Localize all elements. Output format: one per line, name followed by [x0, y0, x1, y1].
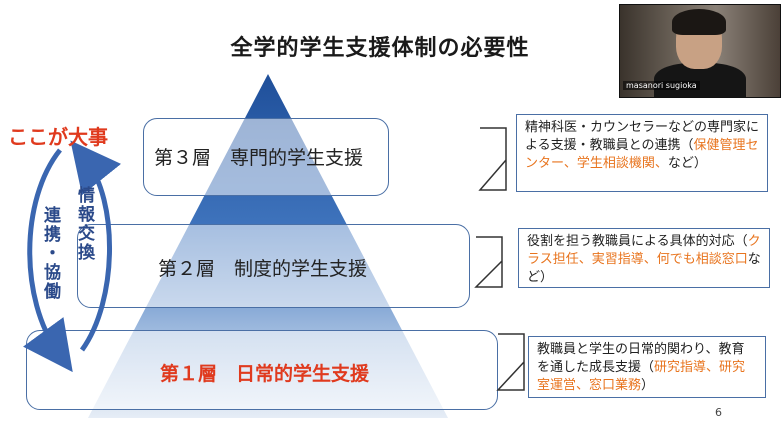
bracket-2	[474, 236, 503, 288]
bracket-3	[478, 127, 507, 191]
emphasis-label: ここが大事	[8, 125, 108, 149]
layer-2-box	[77, 224, 470, 308]
description-text: など）	[527, 252, 761, 285]
description-layer-1: 教職員と学生の日常的関わり、教育を通した成長支援（研究指導、研究室運営、窓口業務…	[528, 336, 766, 398]
description-layer-3: 精神科医・カウンセラーなどの専門家による支援・教職員との連携（保健管理センター、…	[516, 114, 768, 192]
layer-3-box	[143, 118, 389, 196]
cycle-arrow-right	[70, 140, 122, 352]
description-text: ）	[641, 378, 655, 393]
description-highlight: 保健管理センター、学生相談機関、	[525, 138, 759, 171]
cycle-label-left: 連携・協働	[40, 206, 60, 301]
layer-1-label: 第１層 日常的学生支援	[160, 363, 370, 385]
description-layer-2: 役割を担う教職員による具体的対応（クラス担任、実習指導、何でも相談窓口など）	[518, 228, 770, 288]
participant-video-thumbnail[interactable]: masanori sugioka	[619, 4, 781, 98]
cycle-label-right: 情報交換	[74, 186, 94, 262]
description-text: など）	[667, 156, 707, 171]
participant-hair	[672, 9, 726, 35]
description-text: 教職員と学生の日常的関わり、教育を通した成長支援（	[537, 342, 745, 375]
slide-title: 全学的学生支援体制の必要性	[230, 36, 530, 61]
page-number: 6	[715, 406, 722, 419]
cycle-arrow-left	[23, 148, 73, 373]
description-text: 精神科医・カウンセラーなどの専門家による支援・教職員との連携（	[525, 120, 760, 153]
bracket-1	[496, 333, 525, 391]
description-highlight: クラス担任、実習指導、何でも相談窓口	[527, 234, 761, 267]
description-text: 役割を担う教職員による具体的対応（	[527, 234, 748, 249]
layer-1-box	[26, 330, 498, 410]
participant-name-label: masanori sugioka	[623, 81, 700, 90]
layer-2-label: 第２層 制度的学生支援	[158, 258, 368, 280]
layer-3-label: 第３層 専門的学生支援	[154, 147, 364, 169]
description-highlight: 研究指導、研究室運営、窓口業務	[537, 360, 746, 393]
